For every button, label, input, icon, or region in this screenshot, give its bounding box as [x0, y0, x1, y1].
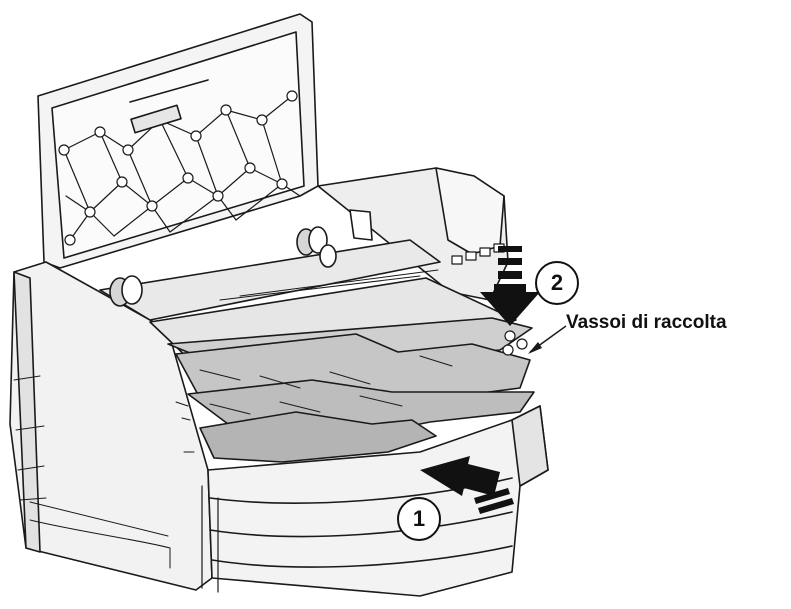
control-buttons	[502, 330, 528, 356]
open-top-cover	[37, 13, 319, 269]
press-down-arrow	[480, 246, 540, 326]
callout-arrowhead	[528, 342, 542, 354]
push-in-arrow	[420, 456, 514, 514]
step-1-marker: 1	[397, 497, 441, 541]
output-trays-label: Vassoi di raccolta	[566, 312, 727, 333]
interior-rollers	[99, 209, 441, 321]
output-trays	[149, 269, 535, 463]
right-housing	[317, 167, 509, 301]
printer-body	[9, 261, 549, 597]
step-2-marker: 2	[535, 261, 579, 305]
